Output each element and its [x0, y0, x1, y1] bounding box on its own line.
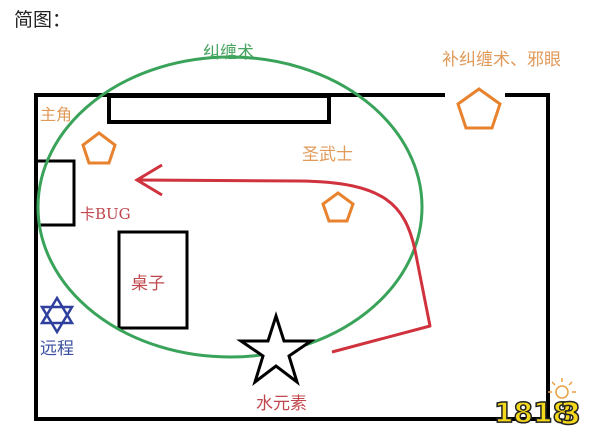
- entangle-zone-ellipse: [36, 55, 424, 359]
- site-logo: 1818 3: [493, 378, 582, 432]
- star-icon-water: [236, 311, 316, 387]
- label-water: 水元素: [256, 394, 307, 414]
- hexagram-icon-ranged: [39, 295, 75, 335]
- label-hero: 主角: [40, 105, 73, 124]
- label-bug: 卡BUG: [80, 205, 131, 223]
- label-ranged: 远程: [40, 339, 74, 359]
- label-table: 桌子: [131, 274, 165, 294]
- page-title: 简图：: [14, 9, 72, 31]
- sun-icon: [548, 378, 576, 399]
- pentagon-icon-refill: [456, 87, 502, 130]
- table-box: [117, 230, 189, 330]
- top-bar-obstacle: [107, 94, 331, 124]
- label-refill: 补纠缠术、邪眼: [442, 50, 561, 70]
- logo-last-digit: 3: [560, 397, 581, 432]
- label-entangle: 纠缠术: [203, 43, 254, 63]
- arrow-head-icon: [134, 163, 163, 197]
- logo-digits: 1818: [494, 396, 572, 429]
- pentagon-icon-paladin: [321, 191, 355, 223]
- label-paladin: 圣武士: [302, 145, 353, 165]
- pentagon-icon-hero: [81, 131, 117, 165]
- kite-route-arrow: [137, 178, 432, 354]
- bug-spot-box: [34, 159, 76, 227]
